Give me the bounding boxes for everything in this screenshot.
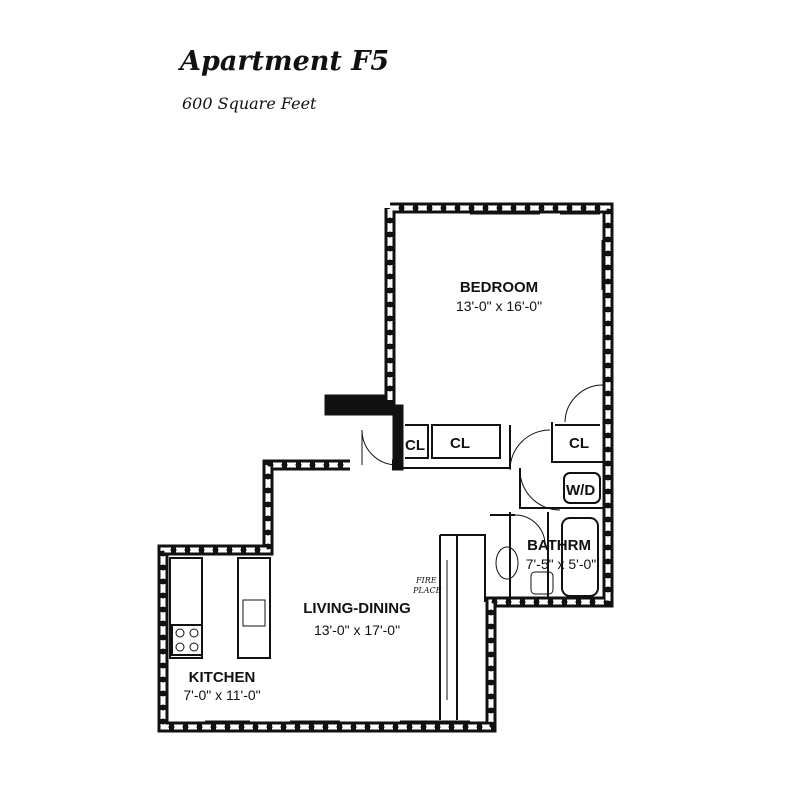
closet-label: CL bbox=[450, 435, 470, 452]
washer-dryer-box bbox=[563, 472, 601, 504]
bathroom-fixtures bbox=[495, 472, 601, 597]
windows bbox=[205, 213, 603, 722]
kitchen-fixtures bbox=[169, 557, 271, 659]
plan-title: Apartment F5 bbox=[180, 46, 390, 77]
plan-area: 600 Square Feet bbox=[182, 94, 317, 113]
bathroom-label: BATHRM bbox=[527, 537, 591, 554]
fireplace-label: PLACE bbox=[412, 586, 442, 595]
closet-label: CL bbox=[405, 437, 425, 454]
doors bbox=[361, 384, 604, 546]
living-label: LIVING-DINING bbox=[303, 600, 411, 617]
fireplace-label: FIRE bbox=[415, 576, 437, 585]
bedroom-dims: 13'-0" x 16'-0" bbox=[456, 298, 542, 314]
bathroom-dims: 7'-5" x 5'-0" bbox=[526, 556, 597, 572]
closet-label: CL bbox=[569, 435, 589, 452]
bedroom-label: BEDROOM bbox=[460, 279, 538, 296]
living-dims: 13'-0" x 17'-0" bbox=[314, 622, 400, 638]
bathtub-icon bbox=[561, 517, 599, 597]
sink-icon bbox=[530, 571, 554, 595]
stove-icon bbox=[171, 624, 203, 656]
toilet-icon bbox=[495, 546, 519, 580]
exterior-walls bbox=[157, 202, 614, 733]
kitchen-dims: 7'-0" x 11'-0" bbox=[183, 687, 260, 703]
kitchen-label: KITCHEN bbox=[189, 669, 256, 686]
washer-dryer-label: W/D bbox=[566, 482, 595, 499]
interior-walls bbox=[397, 410, 603, 720]
